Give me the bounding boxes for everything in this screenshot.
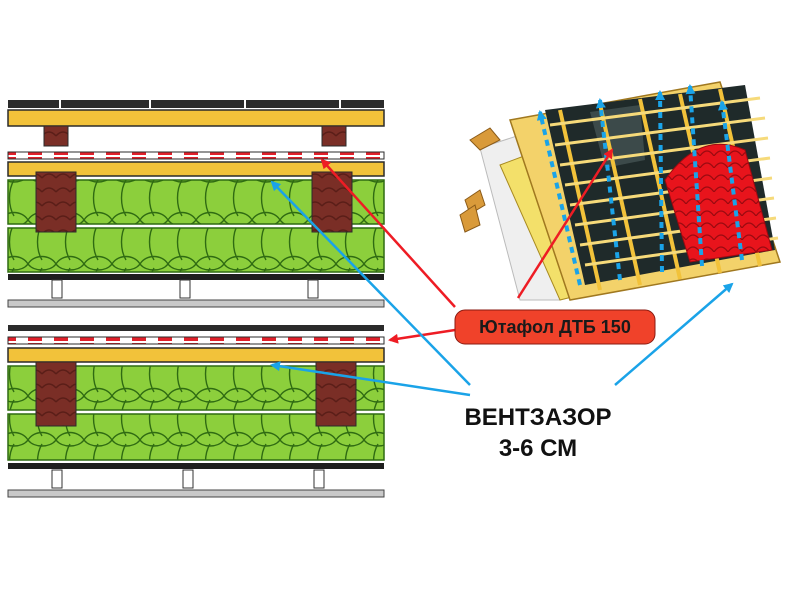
arrow-to-membrane-roof	[516, 148, 614, 299]
ceiling-board	[7, 299, 385, 308]
deck-board	[7, 161, 385, 177]
gap-label-line1: ВЕНТЗАЗОР	[464, 404, 611, 431]
section-lower	[7, 325, 385, 498]
ceiling-profile	[307, 279, 319, 299]
membrane-callout-box	[454, 309, 656, 345]
ceiling-profile	[51, 469, 63, 489]
counter-batten	[43, 125, 69, 147]
pointer-arrows	[270, 148, 734, 397]
rafter	[35, 361, 77, 427]
membrane-layer	[8, 325, 384, 331]
ceiling-board	[7, 489, 385, 498]
arrow-to-membrane-upper	[320, 158, 456, 308]
insulation-layer	[7, 227, 385, 273]
batten	[7, 109, 385, 127]
rafter	[311, 171, 353, 233]
deck-board	[7, 347, 385, 363]
counter-batten	[321, 125, 347, 147]
airflow-arrows	[536, 84, 744, 286]
vapour-barrier	[8, 463, 384, 469]
section-upper	[7, 100, 385, 308]
rafter	[35, 171, 77, 233]
rafter-ends	[459, 127, 501, 233]
membrane-layer	[7, 336, 385, 345]
membrane-layer	[7, 151, 385, 160]
arrow-gap-lower	[270, 361, 471, 397]
ceiling-profile	[179, 279, 191, 299]
gap-label-line2: 3-6 СМ	[499, 435, 577, 462]
ceiling-profile	[313, 469, 325, 489]
ventilation-gap-callout: ВЕНТЗАЗОР 3-6 СМ	[464, 404, 611, 462]
arrow-gap-roof	[614, 282, 734, 386]
roof-tiles	[664, 143, 773, 263]
roof-sheet	[8, 100, 384, 108]
ceiling-profile	[182, 469, 194, 489]
membrane-callout: Ютафол ДТБ 150	[454, 309, 656, 345]
ceiling-profile	[51, 279, 63, 299]
roof-3d-illustration	[459, 81, 781, 301]
arrow-gap-upper	[270, 180, 471, 386]
membrane-label: Ютафол ДТБ 150	[479, 317, 631, 337]
vapour-barrier	[8, 274, 384, 280]
